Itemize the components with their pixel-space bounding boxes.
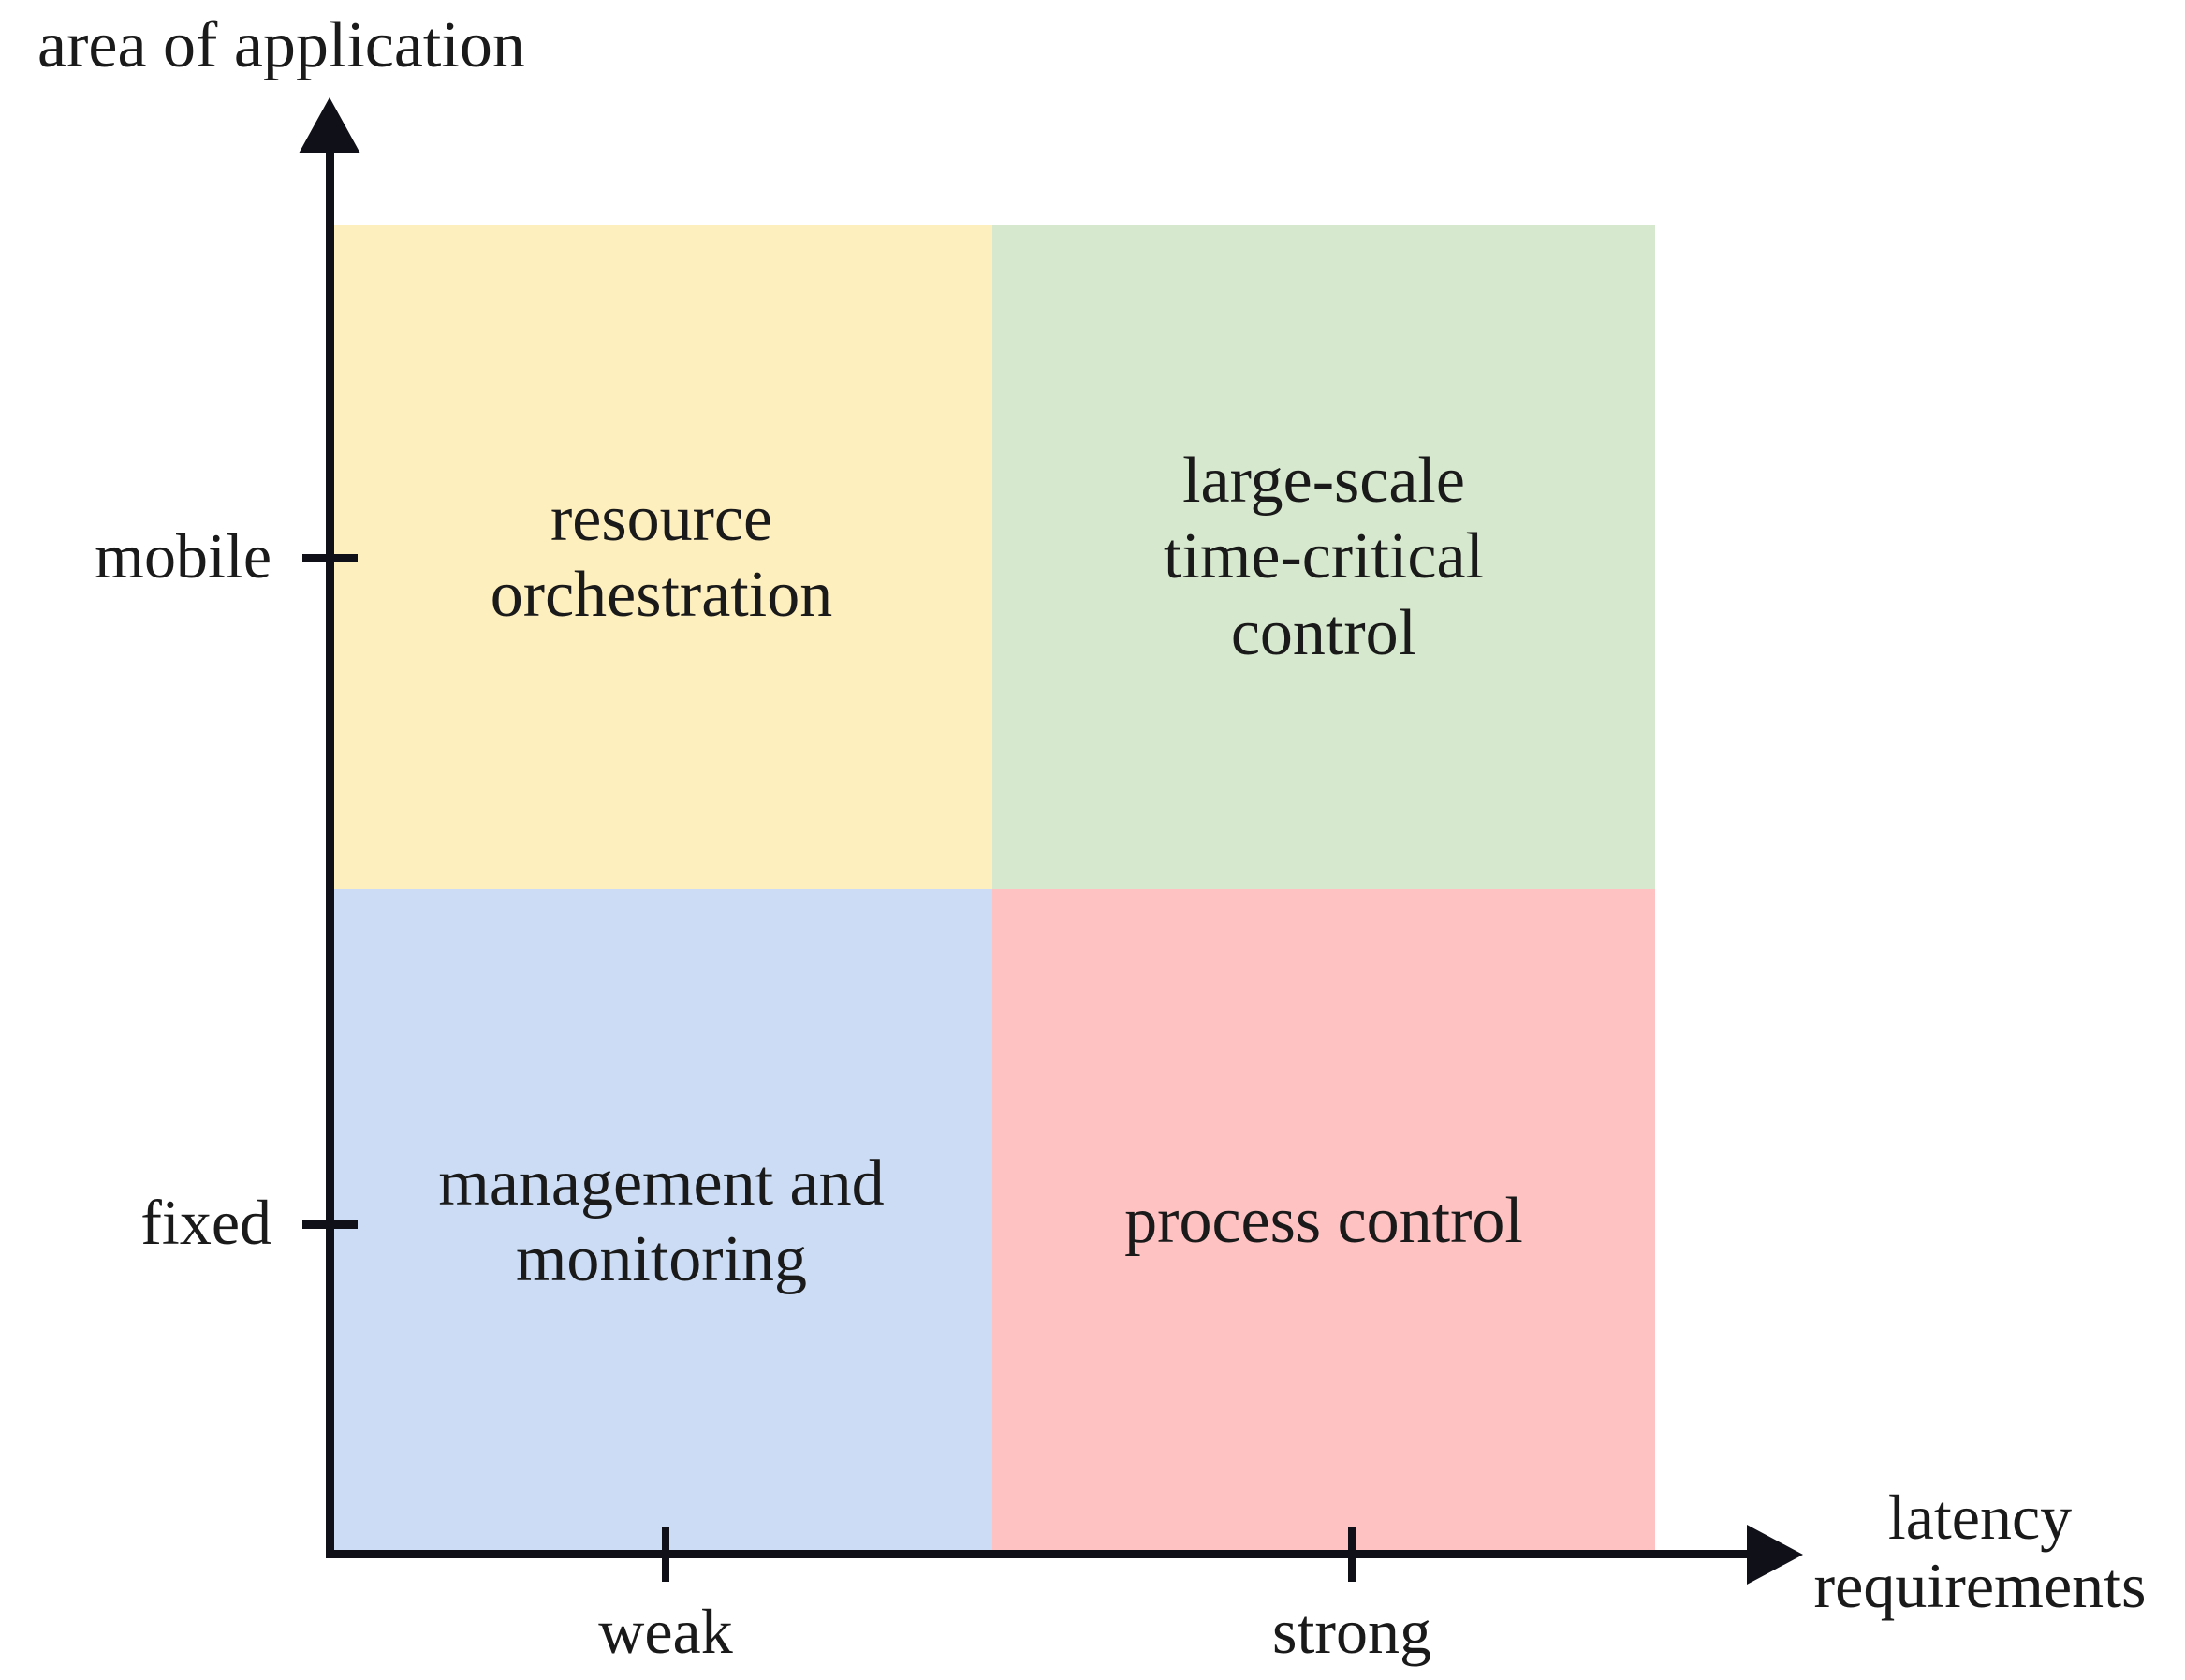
x-axis-tick-label-strong: strong <box>1272 1596 1431 1667</box>
x-axis-title: latency requirements <box>1783 1483 2177 1621</box>
quadrant-label: large-scale time-critical control <box>1145 443 1503 671</box>
quadrant-label-line-2: monitoring <box>515 1223 808 1295</box>
quadrant-label-line-2: time-critical <box>1163 520 1485 593</box>
quadrant-label-line-1: resource <box>550 482 773 555</box>
y-axis-tick-label-fixed: fixed <box>140 1187 271 1258</box>
x-axis-line <box>326 1550 1753 1558</box>
y-axis-tick-fixed <box>302 1220 358 1229</box>
x-axis-tick-label-weak: weak <box>598 1596 733 1667</box>
quadrant-label-line-1: process control <box>1124 1185 1523 1258</box>
quadrant-label: management and monitoring <box>419 1146 902 1297</box>
quadrant-label: process control <box>1106 1183 1542 1259</box>
y-axis-title: area of application <box>37 9 525 81</box>
y-axis-tick-label-mobile: mobile <box>95 520 271 592</box>
quadrant-label-line-1: large-scale <box>1182 445 1465 518</box>
quadrant-label-line-1: management and <box>438 1147 885 1220</box>
x-axis-title-line-1: latency <box>1887 1482 2073 1553</box>
quadrant-management-and-monitoring: management and monitoring <box>330 889 992 1554</box>
quadrant-label-line-2: orchestration <box>490 559 833 631</box>
x-axis-title-line-2: requirements <box>1813 1550 2147 1622</box>
y-axis-arrow-icon <box>299 97 360 153</box>
quadrant-resource-orchestration: resource orchestration <box>330 225 992 889</box>
x-axis-tick-strong <box>1348 1527 1356 1582</box>
quadrant-label: resource orchestration <box>472 481 851 633</box>
quadrant-process-control: process control <box>992 889 1655 1554</box>
x-axis-arrow-icon <box>1747 1525 1803 1585</box>
y-axis-line <box>326 142 334 1558</box>
y-axis-tick-mobile <box>302 554 358 562</box>
x-axis-tick-weak <box>662 1527 669 1582</box>
quadrant-large-scale-time-critical-control: large-scale time-critical control <box>992 225 1655 889</box>
quadrant-label-line-3: control <box>1230 596 1417 669</box>
